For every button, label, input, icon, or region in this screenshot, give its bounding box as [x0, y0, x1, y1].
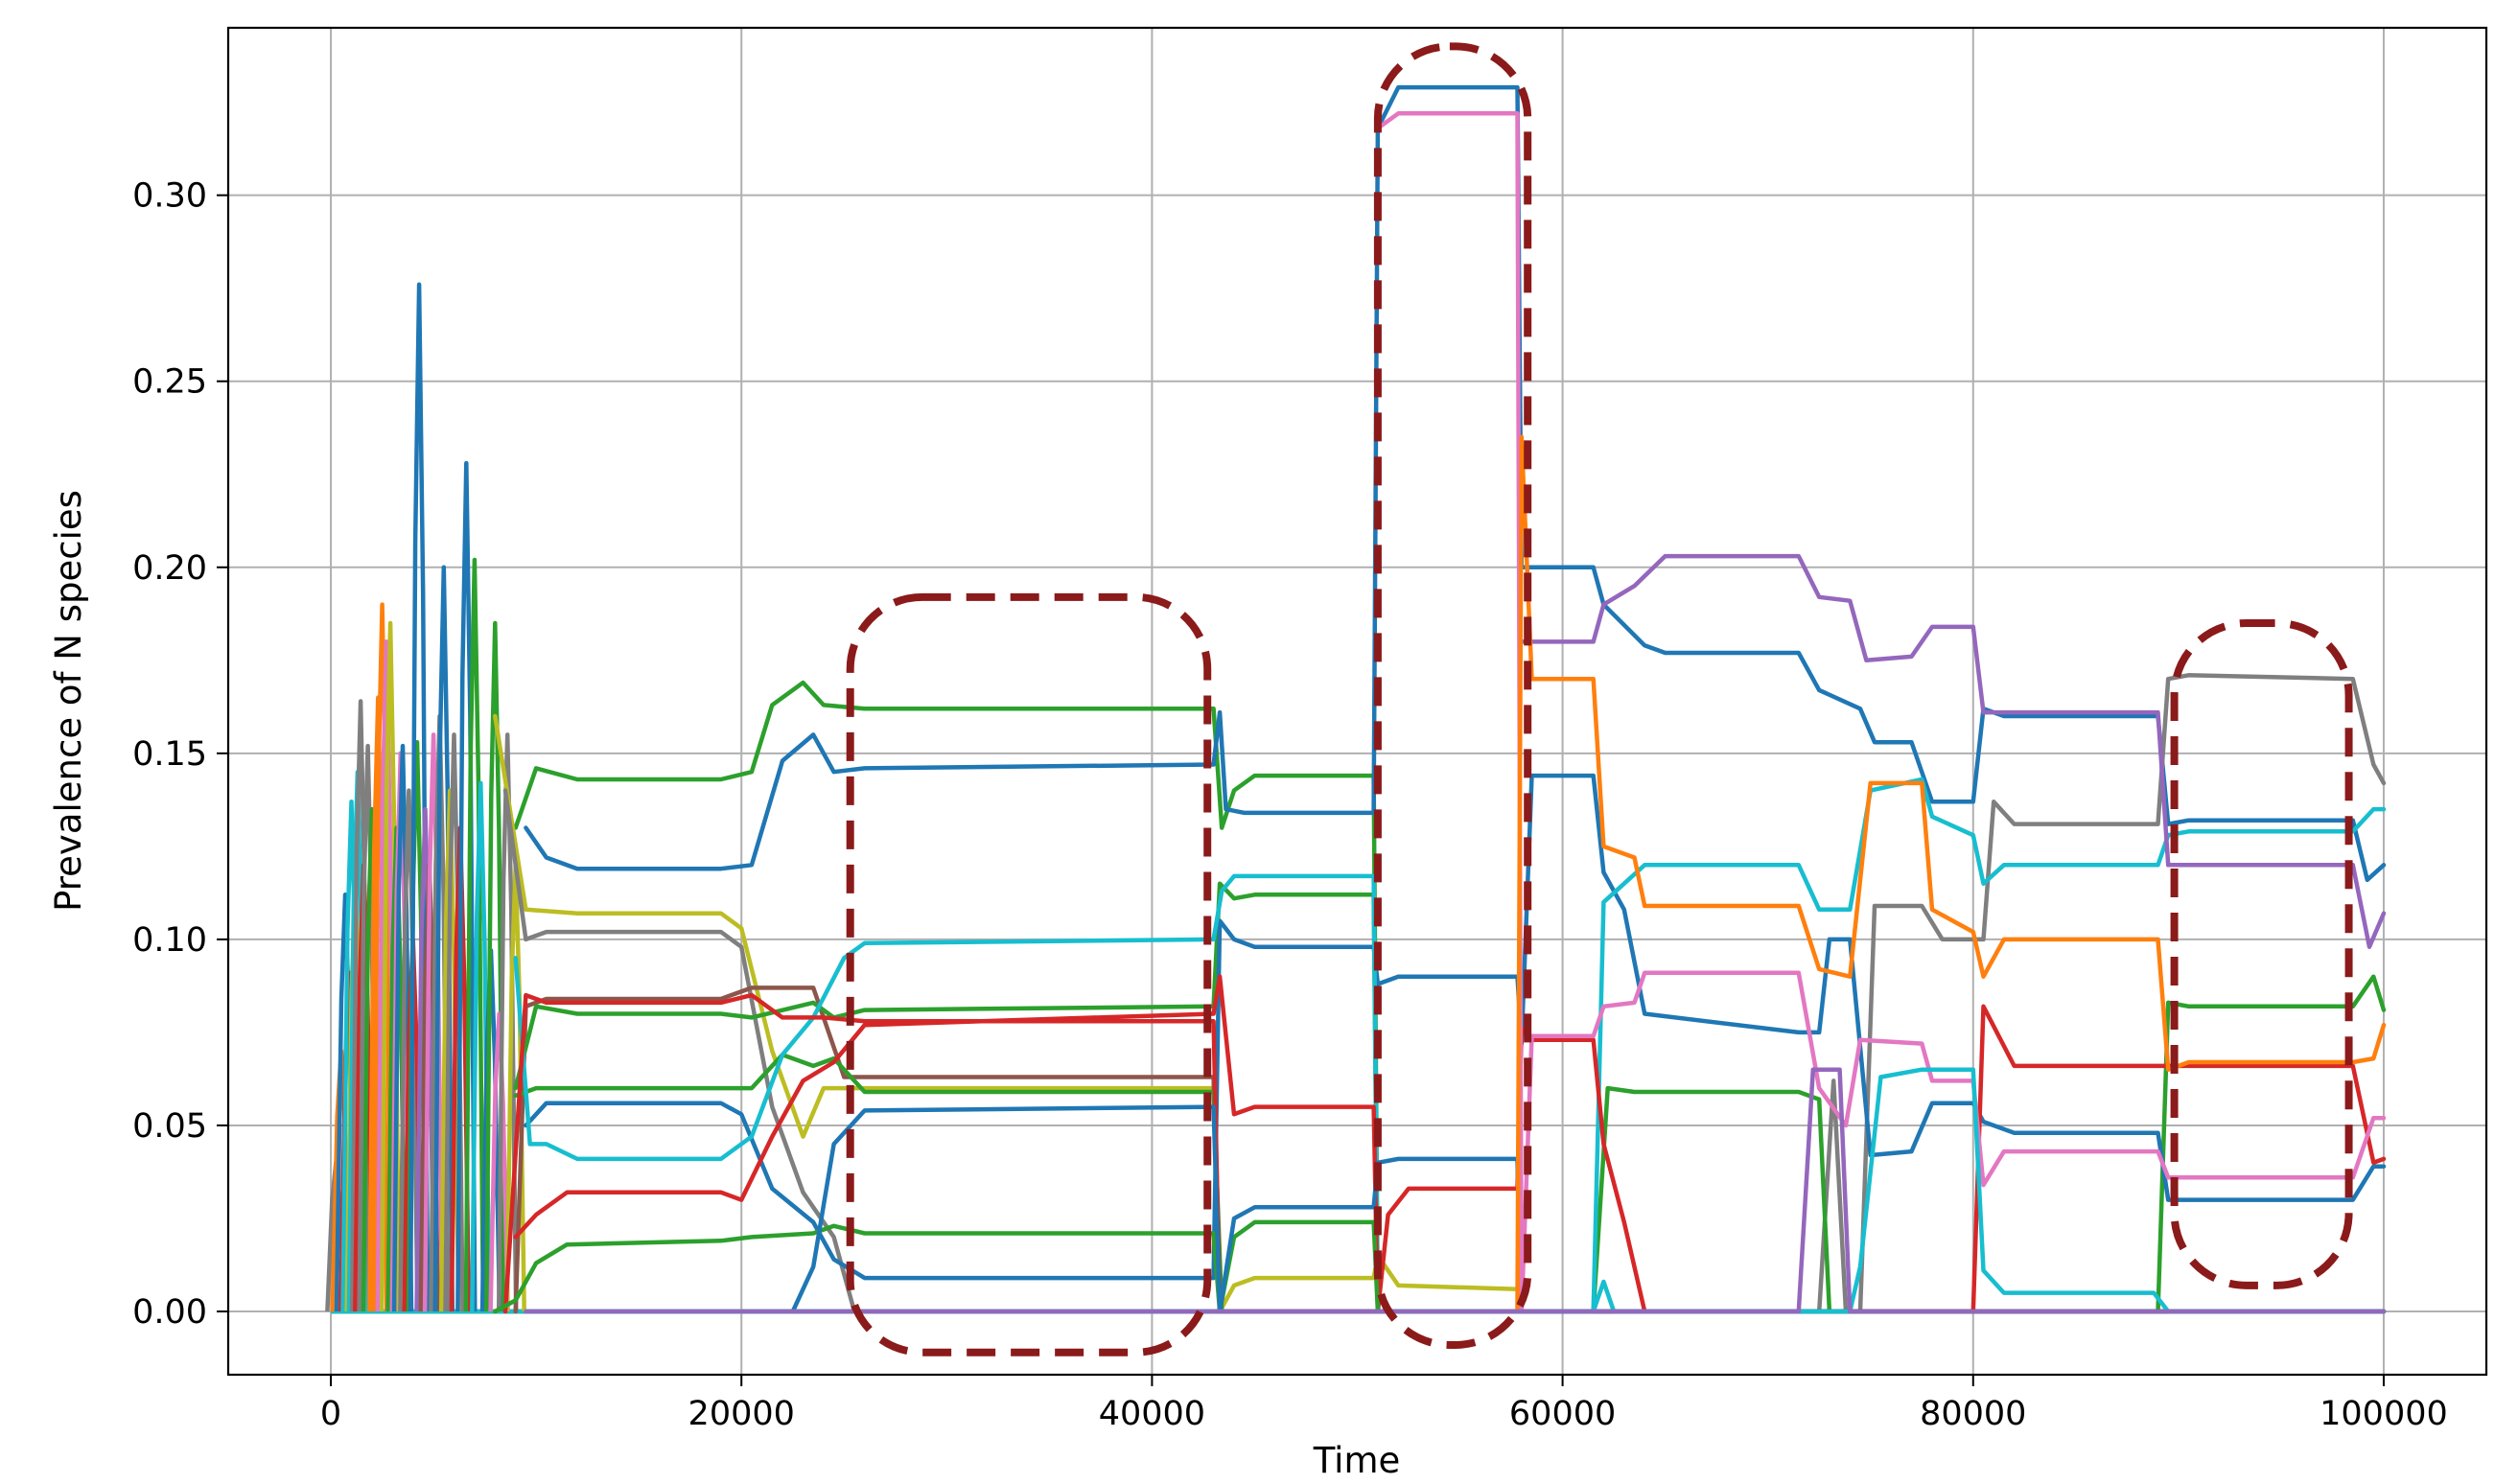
- series-line: [524, 1067, 2387, 1314]
- series-line: [1519, 553, 2387, 949]
- plot-frame: [226, 26, 2488, 1377]
- transient-spike: [463, 557, 486, 1312]
- transient-spike: [414, 806, 436, 1312]
- y-tick-label: 0.00: [132, 1293, 207, 1332]
- series-line: [524, 773, 2387, 1281]
- series-line: [524, 84, 2387, 883]
- y-tick-label: 0.10: [132, 921, 207, 960]
- x-tick-label: 20000: [688, 1395, 795, 1433]
- highlight-box: [846, 592, 1212, 1356]
- series-line: [524, 1067, 2387, 1314]
- y-tick-label: 0.05: [132, 1107, 207, 1146]
- y-tick-label: 0.20: [132, 549, 207, 588]
- transient-spike: [455, 460, 478, 1312]
- y-tick-label: 0.15: [132, 735, 207, 774]
- x-tick-label: 80000: [1920, 1395, 2026, 1433]
- x-tick-label: 0: [320, 1395, 341, 1433]
- series-line: [790, 1104, 2387, 1314]
- x-axis-label: Time: [1313, 1440, 1401, 1479]
- tick-layer: 0 20000 40000 60000 80000 100000 0.00 0.05 0.10 0…: [132, 177, 2448, 1433]
- transient-spike: [371, 602, 393, 1312]
- x-tick-label: 100000: [2320, 1395, 2448, 1433]
- highlight-layer: [846, 42, 2353, 1356]
- y-axis-label: Prevalence of N species: [48, 490, 89, 912]
- transient-spike: [488, 1011, 510, 1312]
- series-layer: [325, 84, 2387, 1314]
- highlight-box: [2170, 618, 2353, 1289]
- series-line: [513, 974, 2387, 1314]
- x-tick-label: 40000: [1099, 1395, 1205, 1433]
- transient-spike: [398, 788, 420, 1312]
- x-tick-label: 60000: [1509, 1395, 1616, 1433]
- series-line: [1515, 434, 2387, 1314]
- y-tick-label: 0.30: [132, 177, 207, 216]
- plot-background: [228, 28, 2486, 1375]
- y-tick-label: 0.25: [132, 363, 207, 402]
- series-line: [513, 777, 2387, 1314]
- series-line: [513, 680, 1381, 1314]
- grid-layer: [228, 28, 2486, 1375]
- highlight-box: [1373, 42, 1532, 1349]
